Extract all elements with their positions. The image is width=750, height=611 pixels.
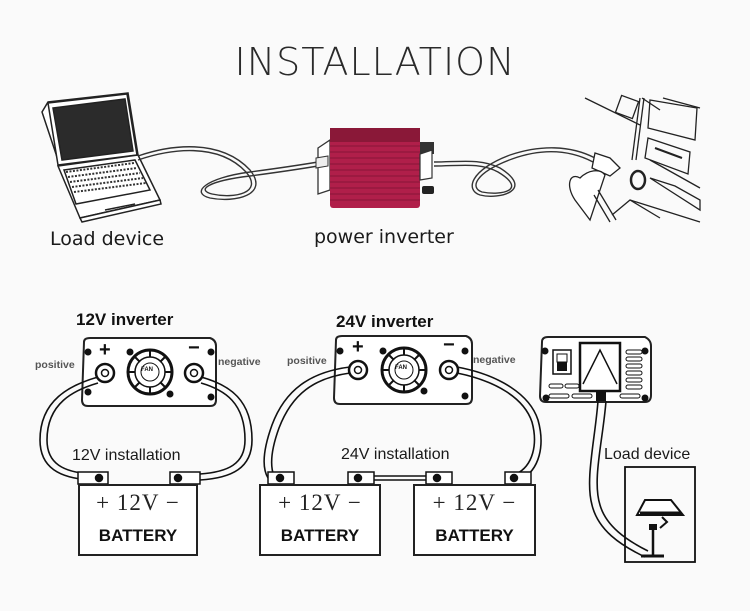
minus-symbol: −: [443, 334, 455, 356]
fan-label: FAN: [141, 367, 153, 373]
cables-12v: [39, 376, 253, 481]
battery-name: BATTERY: [280, 526, 360, 545]
terminal-positive-24v: [347, 359, 369, 381]
lamp-icon: [624, 466, 696, 563]
inverter-12v-title: 12V inverter: [76, 310, 174, 329]
inverter-24v-title: 24V inverter: [336, 312, 434, 331]
terminal-negative-24v: [438, 359, 460, 381]
battery-name: BATTERY: [435, 526, 514, 545]
terminal-negative-12v: [183, 362, 205, 384]
battery-24v-2: + 12V − BATTERY: [413, 484, 536, 556]
cables-24v: [263, 366, 542, 481]
inverter-output-panel: [538, 336, 652, 403]
battery-name: BATTERY: [98, 526, 178, 545]
load-device-caption: Load device: [50, 228, 165, 250]
page-title: INSTALLATION: [234, 40, 516, 84]
battery-24v-1: + 12V − BATTERY: [259, 484, 381, 556]
installation-24v-label: 24V installation: [341, 446, 450, 463]
load-device-output-label: Load device: [604, 446, 691, 463]
installation-12v-label: 12V installation: [72, 447, 181, 464]
battery-voltage: + 12V −: [96, 490, 180, 515]
car-dashboard-icon: [568, 94, 701, 223]
cable-laptop-to-inverter: [137, 146, 319, 201]
battery-voltage: + 12V −: [278, 490, 362, 515]
positive-label: positive: [287, 355, 327, 367]
positive-label: positive: [35, 359, 75, 371]
cable-to-load: [588, 400, 649, 558]
negative-label: negative: [473, 354, 516, 366]
battery-voltage: + 12V −: [432, 490, 517, 515]
fan-label: FAN: [395, 365, 407, 371]
laptop-icon: [41, 92, 162, 223]
battery-terminals-24v: [267, 471, 532, 485]
plus-symbol: +: [99, 339, 111, 361]
fan-icon: [126, 348, 174, 396]
cable-inverter-to-car: [433, 147, 596, 197]
fan-icon: [380, 346, 428, 394]
plus-symbol: +: [352, 336, 364, 358]
minus-symbol: −: [188, 337, 200, 359]
battery-12v: + 12V − BATTERY: [78, 484, 198, 556]
power-inverter-caption: power inverter: [314, 226, 454, 248]
terminal-positive-12v: [94, 362, 116, 384]
negative-label: negative: [218, 356, 261, 368]
power-inverter-icon: [315, 128, 434, 208]
battery-terminals-12v: [77, 471, 201, 485]
